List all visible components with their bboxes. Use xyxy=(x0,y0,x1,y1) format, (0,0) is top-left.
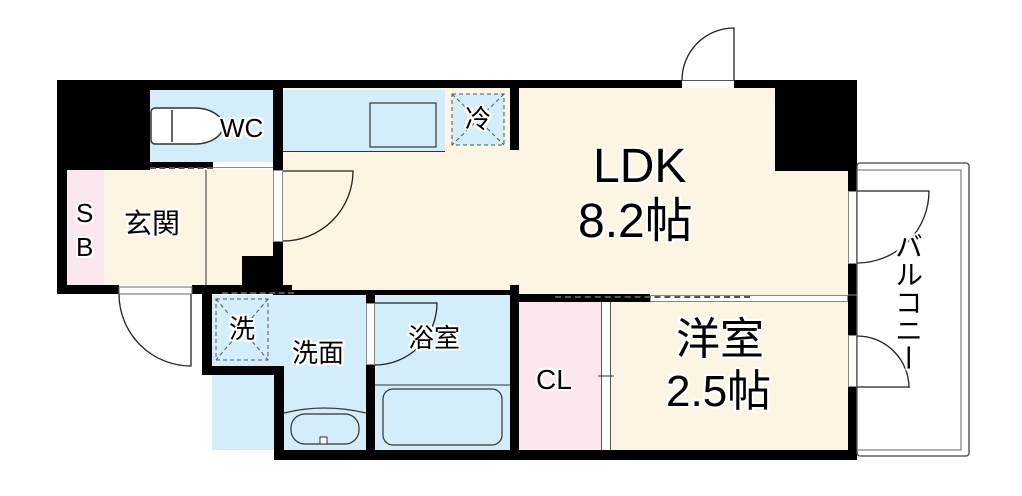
western-sliding-opening xyxy=(650,295,848,302)
western-room-size: 2.5帖 xyxy=(666,367,772,416)
ldk-door-opening xyxy=(273,170,283,242)
entrance-label: 玄関 xyxy=(124,208,181,239)
bathroom-floor xyxy=(375,295,510,450)
toilet-sliding-line xyxy=(150,167,213,169)
wall-washer-bottom xyxy=(202,366,284,375)
balcony-label: バルコニー xyxy=(892,232,923,372)
shoe-box-floor xyxy=(67,170,104,285)
shoe-box-label-b: B xyxy=(76,232,94,262)
wall-ldk-bottom xyxy=(510,294,650,302)
western-room-label: 洋室 xyxy=(676,315,764,364)
fridge-label: 冷 xyxy=(465,104,492,134)
western-room-floor xyxy=(611,302,848,450)
wall-toilet-right xyxy=(273,88,283,170)
kitchen-counter xyxy=(283,90,445,152)
washroom-sliding-line xyxy=(222,292,294,294)
ldk-size: 8.2帖 xyxy=(578,195,693,248)
toilet-label: WC xyxy=(220,113,264,143)
bath-door-opening xyxy=(366,303,375,365)
wall-washer-left xyxy=(202,294,212,374)
wall-washroom-top xyxy=(283,290,510,295)
wall-bath-right xyxy=(510,285,519,455)
wall-bottom xyxy=(274,450,857,460)
closet-floor xyxy=(518,302,603,450)
wall-entrance-bottom-right xyxy=(192,285,292,294)
wall-right xyxy=(848,80,857,460)
wall-fridge-divider xyxy=(510,88,519,150)
washer-label: 洗 xyxy=(229,314,256,344)
wall-bath-divider xyxy=(366,290,375,452)
wall-washroom-left xyxy=(274,366,284,460)
western-sliding-line xyxy=(555,296,750,298)
wall-left-block xyxy=(57,80,150,170)
top-door-opening xyxy=(682,80,734,88)
washroom-label: 洗面 xyxy=(292,338,345,368)
wall-left xyxy=(57,170,67,293)
toilet-door-opening xyxy=(213,162,273,168)
ldk-label: LDK xyxy=(593,140,687,193)
wall-entrance-bottom xyxy=(57,285,119,294)
outer-wall-top xyxy=(57,80,857,90)
shoe-box-label-s: S xyxy=(76,198,94,228)
wall-pillar xyxy=(242,256,283,286)
bathroom-label: 浴室 xyxy=(408,323,461,353)
wall-toilet-bottom xyxy=(150,162,213,168)
wall-right-block xyxy=(775,80,857,171)
closet-label: CL xyxy=(536,364,572,395)
